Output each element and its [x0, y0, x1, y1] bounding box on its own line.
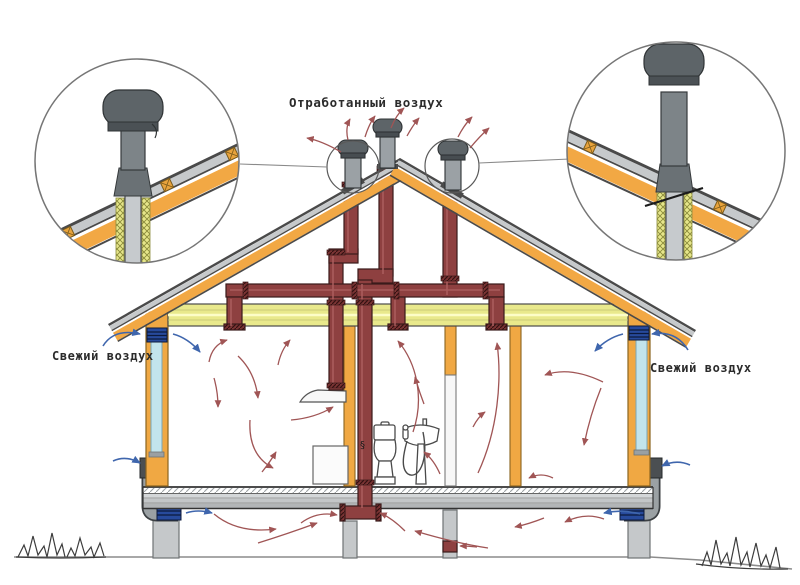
duct-pipe [124, 193, 142, 263]
roof-vents [239, 118, 571, 199]
floor-structure [142, 486, 654, 510]
duct-insulation [115, 197, 125, 263]
vent-neck [660, 91, 688, 167]
fresh-air-duct-right [635, 339, 648, 453]
exhaust-air-arrows [306, 107, 490, 153]
kitchen-hood [298, 389, 347, 403]
vent-cap-middle [372, 118, 403, 169]
label-fresh-air-left: Свежий воздух [52, 349, 154, 363]
exterior-wall-left [145, 311, 169, 487]
cabinet [312, 445, 349, 485]
label-fresh-air-right: Свежий воздух [650, 361, 752, 375]
ground-line [14, 556, 793, 570]
fresh-air-arrows [102, 328, 691, 516]
damper-mark: § [360, 440, 365, 451]
crawlspace-airflow-arrows [213, 510, 605, 550]
vent-boot [655, 163, 694, 193]
duct-insulation [141, 197, 151, 263]
interior-airflow-arrows [208, 338, 604, 479]
vent-neck [120, 123, 146, 171]
vent-cap-dome [102, 89, 164, 127]
foundation-piers [152, 509, 651, 559]
callout-circle-right [424, 138, 480, 194]
grass-left [15, 532, 107, 559]
grass-right [695, 536, 789, 571]
interior-stud [509, 325, 522, 487]
leader-line-left [239, 163, 328, 168]
vent-cap-left [337, 139, 369, 189]
vent-cap-lip [648, 75, 700, 86]
toilet [373, 421, 397, 485]
exterior-wall-right [627, 311, 651, 487]
detail-circle-right [566, 41, 786, 261]
flashing-line [644, 186, 704, 208]
underfloor-duct-outlet [442, 540, 458, 553]
duct-insulation [683, 191, 693, 260]
vent-boot [113, 167, 153, 197]
vent-cap-dome [643, 43, 705, 81]
bathroom-wall-right-bottom [444, 374, 457, 487]
vent-cap-right [437, 140, 469, 191]
bathroom-wall-right-top [444, 325, 457, 376]
roof-slope-left [108, 157, 411, 342]
vent-cap-lip [107, 121, 159, 132]
detail-circle-left [34, 58, 240, 264]
label-exhaust-air: Отработанный воздух [289, 95, 444, 110]
washbasin [402, 418, 440, 485]
leader-line-right [478, 158, 571, 164]
pier [342, 520, 358, 559]
